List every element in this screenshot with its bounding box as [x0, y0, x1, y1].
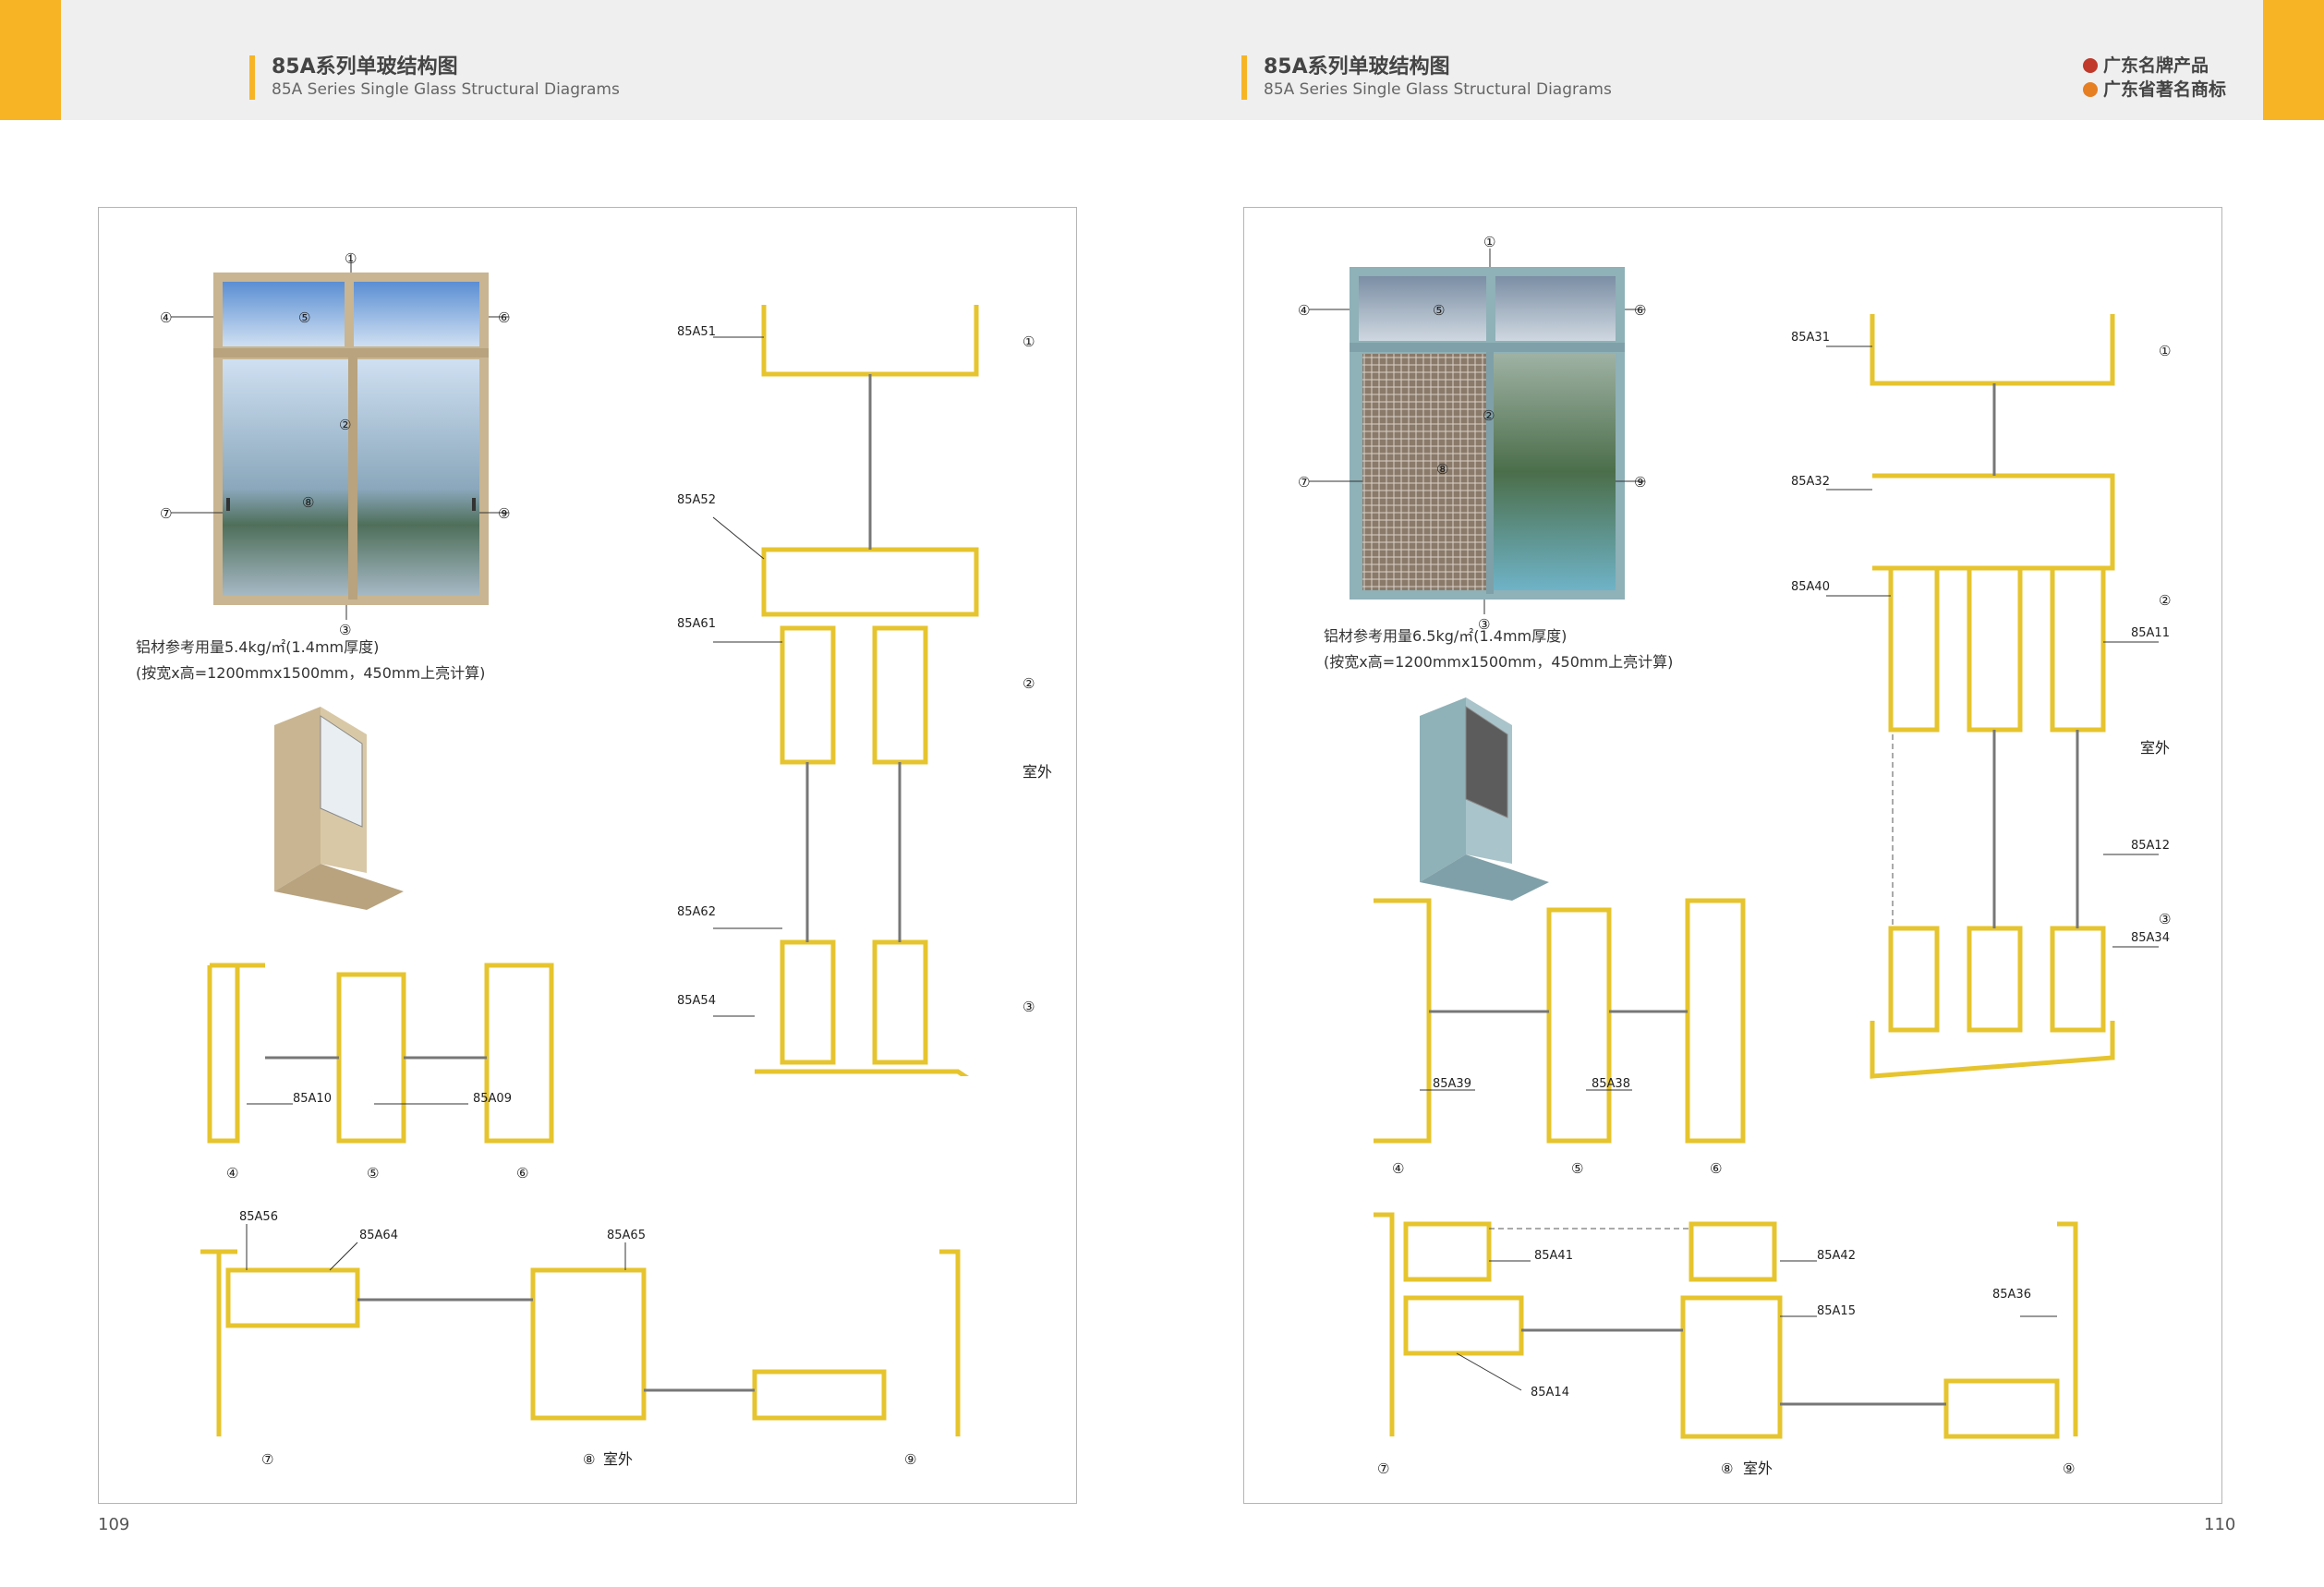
right-header-title: 85A系列单玻结构图 85A Series Single Glass Struc… — [1241, 55, 1612, 100]
right-sash-section: 85A41 85A42 85A15 85A14 85A36 ⑦ ⑧ 室外 ⑨ — [1374, 1212, 2078, 1477]
right-material-note: 铝材参考用量6.5kg/㎡(1.4mm厚度) (按宽x高=1200mmx1500… — [1324, 627, 1674, 671]
r-callout-3: ③ — [1478, 616, 1490, 633]
label-85A36: 85A36 — [1992, 1288, 2031, 1302]
outside-label-top: 室外 — [1023, 763, 1052, 781]
label-85A38: 85A38 — [1592, 1077, 1630, 1091]
left-window-illustration: ① ② ③ ④ ⑤ ⑥ ⑦ ⑧ ⑨ — [160, 250, 510, 638]
label-85A41: 85A41 — [1534, 1249, 1573, 1263]
r-bottom-callout-9: ⑨ — [2063, 1460, 2075, 1477]
left-title-zh: 85A系列单玻结构图 — [272, 55, 458, 79]
label-85A10: 85A10 — [293, 1092, 332, 1106]
trademark-seal-icon — [2082, 82, 2098, 97]
r-mid-callout-6: ⑥ — [1710, 1160, 1722, 1177]
left-title-en: 85A Series Single Glass Structural Diagr… — [272, 80, 620, 99]
bottom-callout-9: ⑨ — [904, 1451, 916, 1468]
label-85A51: 85A51 — [677, 325, 716, 339]
mid-callout-6: ⑥ — [516, 1165, 528, 1181]
left-accent-bar — [0, 0, 61, 120]
r-callout-4: ④ — [1298, 302, 1310, 319]
mid-callout-5: ⑤ — [367, 1165, 379, 1181]
callout-7: ⑦ — [160, 505, 172, 522]
left-material-note: 铝材参考用量5.4kg/㎡(1.4mm厚度) (按宽x高=1200mmx1500… — [136, 638, 486, 682]
left-vertical-section: 85A51 85A52 85A61 85A62 85A54 ① ② ③ 室外 — [677, 305, 1052, 1076]
r-bottom-callout-8: ⑧ — [1721, 1460, 1733, 1477]
right-page-number: 110 — [2204, 1515, 2236, 1534]
mid-callout-4: ④ — [226, 1165, 238, 1181]
section-callout-1: ① — [1023, 333, 1035, 350]
left-profile-sample — [274, 707, 404, 910]
section-callout-3: ③ — [1023, 999, 1035, 1015]
r-section-callout-3: ③ — [2159, 911, 2171, 927]
r-mid-callout-4: ④ — [1392, 1160, 1404, 1177]
label-85A52: 85A52 — [677, 493, 716, 507]
right-diagram-panel: ① ② ③ ④ ⑤ ⑥ ⑦ ⑧ ⑨ 铝材参考用量6.5kg/㎡(1.4mm厚度)… — [1243, 207, 2222, 1504]
r-callout-1: ① — [1483, 236, 1495, 250]
brand-seal-icon — [2082, 58, 2098, 73]
r-section-callout-1: ① — [2159, 343, 2171, 359]
r-outside-label-top: 室外 — [2140, 739, 2170, 757]
label-85A64: 85A64 — [359, 1229, 398, 1242]
r-callout-5: ⑤ — [1433, 302, 1445, 319]
brand-line-1: 广东名牌产品 — [2082, 54, 2226, 78]
r-outside-label-bottom: 室外 — [1743, 1460, 1773, 1477]
label-85A32: 85A32 — [1791, 475, 1830, 489]
label-85A62: 85A62 — [677, 905, 716, 919]
r-callout-9: ⑨ — [1634, 474, 1646, 491]
r-callout-2: ② — [1483, 407, 1495, 424]
left-page-number: 109 — [98, 1515, 130, 1534]
label-85A34: 85A34 — [2131, 931, 2170, 945]
brand-badges: 广东名牌产品 广东省著名商标 — [2082, 54, 2226, 102]
callout-4: ④ — [160, 309, 172, 326]
right-transom-section: 85A39 85A38 — [1374, 898, 1746, 1144]
left-header-title: 85A系列单玻结构图 85A Series Single Glass Struc… — [249, 55, 620, 100]
brand-line-2: 广东省著名商标 — [2082, 78, 2226, 102]
label-85A61: 85A61 — [677, 617, 716, 631]
callout-9: ⑨ — [498, 505, 510, 522]
r-section-callout-2: ② — [2159, 592, 2171, 609]
left-diagram-panel: ① ② ③ ④ ⑤ ⑥ ⑦ ⑧ ⑨ 铝材参考用量5.4kg/㎡(1.4mm厚度)… — [98, 207, 1077, 1504]
outside-label-bottom: 室外 — [603, 1450, 633, 1468]
r-bottom-callout-7: ⑦ — [1377, 1460, 1389, 1477]
label-85A15: 85A15 — [1817, 1304, 1856, 1318]
r-callout-8: ⑧ — [1436, 461, 1448, 478]
right-vertical-section: 85A31 85A32 85A40 85A11 85A12 85A34 ① ② … — [1791, 314, 2171, 1079]
right-title-zh: 85A系列单玻结构图 — [1264, 55, 1450, 79]
left-sash-section: 85A56 85A64 85A65 ⑦ ⑧ 室外 ⑨ — [200, 1210, 961, 1468]
callout-2: ② — [339, 417, 351, 433]
label-85A40: 85A40 — [1791, 580, 1830, 594]
callout-6: ⑥ — [498, 309, 510, 326]
r-mid-callout-5: ⑤ — [1571, 1160, 1583, 1177]
right-window-illustration: ① ② ③ ④ ⑤ ⑥ ⑦ ⑧ ⑨ — [1298, 236, 1646, 633]
label-85A12: 85A12 — [2131, 839, 2170, 853]
callout-8: ⑧ — [302, 494, 314, 511]
right-title-en: 85A Series Single Glass Structural Diagr… — [1264, 80, 1612, 99]
right-accent-bar — [2263, 0, 2324, 120]
callout-1: ① — [345, 250, 357, 267]
left-transom-section: 85A10 85A09 ④ ⑤ ⑥ — [207, 963, 554, 1181]
callout-5: ⑤ — [298, 309, 310, 326]
label-85A56: 85A56 — [239, 1210, 278, 1224]
label-85A42: 85A42 — [1817, 1249, 1856, 1263]
callout-3: ③ — [339, 622, 351, 638]
label-85A31: 85A31 — [1791, 331, 1830, 345]
right-profile-sample — [1420, 697, 1549, 901]
label-85A39: 85A39 — [1433, 1077, 1471, 1091]
label-85A11: 85A11 — [2131, 626, 2170, 640]
r-callout-7: ⑦ — [1298, 474, 1310, 491]
bottom-callout-7: ⑦ — [261, 1451, 273, 1468]
right-mid-callouts: ④ ⑤ ⑥ — [1392, 1160, 1722, 1177]
label-85A65: 85A65 — [607, 1229, 646, 1242]
label-85A14: 85A14 — [1531, 1386, 1569, 1399]
r-callout-6: ⑥ — [1634, 302, 1646, 319]
page-header: 85A系列单玻结构图 85A Series Single Glass Struc… — [61, 0, 2263, 120]
section-callout-2: ② — [1023, 675, 1035, 692]
label-85A09: 85A09 — [473, 1092, 512, 1106]
label-85A54: 85A54 — [677, 994, 716, 1008]
bottom-callout-8: ⑧ — [583, 1451, 595, 1468]
